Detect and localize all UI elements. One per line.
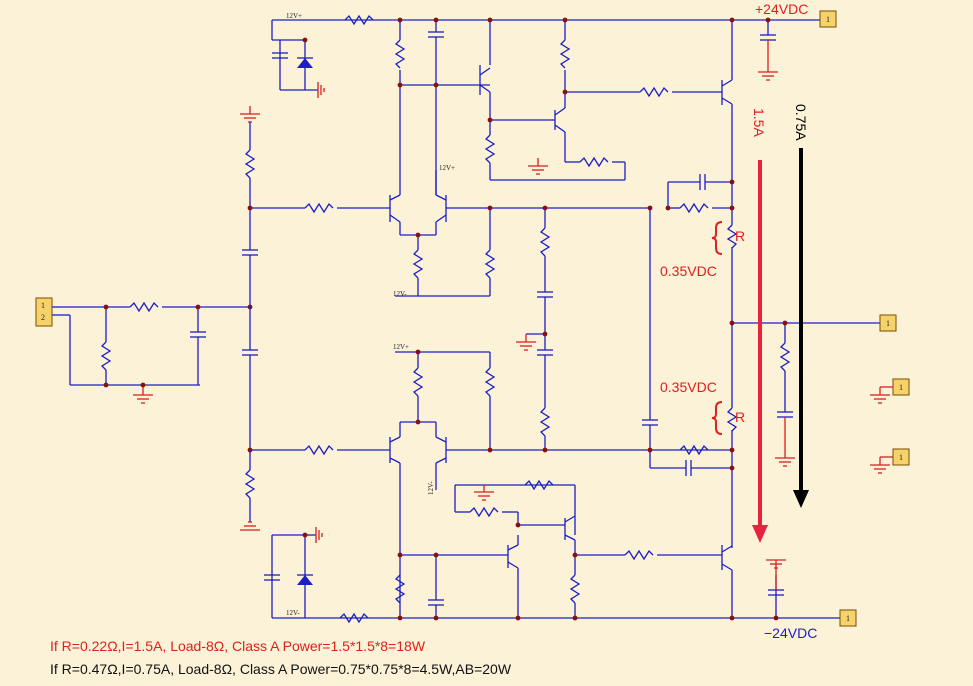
red-braces — [711, 221, 723, 435]
bottom-driver-stage — [250, 351, 733, 618]
current-arrows — [752, 148, 809, 543]
caption-line-1: If R=0.22Ω,I=1.5A, Load-8Ω, Class A Powe… — [50, 638, 426, 654]
v-top-label: 0.35VDC — [660, 263, 717, 279]
side-grounds — [870, 386, 893, 474]
feedback-network — [250, 85, 880, 467]
port-output — [879, 314, 897, 332]
input-connector — [35, 297, 53, 327]
black-arrowhead — [793, 490, 809, 508]
vpos-label: +24VDC — [755, 1, 808, 17]
rail-label-top: 12V+ — [286, 12, 302, 20]
text-labels: +24VDC −24VDC 12V+ 12V+ 12V- 12V+ 12V- 1… — [286, 1, 817, 641]
top-driver-stage — [394, 20, 722, 181]
port-output-num: 1 — [886, 319, 890, 328]
bias-chain — [240, 106, 260, 531]
r-bottom-label: R — [735, 409, 745, 425]
port-gnd-2-num: 1 — [899, 453, 903, 462]
top-rail — [272, 14, 820, 26]
red-arrowhead — [752, 525, 768, 543]
current-red-label: 1.5A — [751, 108, 767, 137]
junction-dots — [302, 17, 788, 621]
port-vpos-num: 1 — [826, 15, 830, 24]
connector-ports: 1 2 1 1 1 1 1 — [35, 10, 910, 627]
port-gnd-2 — [892, 448, 910, 466]
bottom-rail — [264, 527, 840, 624]
port-vneg — [839, 609, 857, 627]
rail-label-mid-neg: 12V- — [393, 290, 407, 298]
r-top-label: R — [735, 228, 745, 244]
rail-label-mid-top: 12V+ — [439, 164, 455, 172]
caption-line-2: If R=0.47Ω,I=0.75A, Load-8Ω, Class A Pow… — [50, 661, 512, 677]
port-gnd-1 — [892, 378, 910, 396]
top-zener-block — [271, 20, 325, 98]
input-pin-2: 2 — [41, 313, 45, 322]
rail-label-mid-pos: 12V+ — [393, 343, 409, 351]
input-pin-1: 1 — [41, 301, 45, 310]
v-bottom-label: 0.35VDC — [660, 379, 717, 395]
rail-label-vert: 12V- — [427, 481, 435, 495]
rail-label-bottom: 12V- — [286, 609, 300, 617]
vneg-label: −24VDC — [764, 625, 817, 641]
port-vpos — [819, 10, 837, 28]
captions: If R=0.22Ω,I=1.5A, Load-8Ω, Class A Powe… — [50, 638, 512, 677]
port-vneg-num: 1 — [846, 614, 850, 623]
input-network — [60, 301, 253, 404]
port-gnd-1-num: 1 — [899, 383, 903, 392]
current-black-label: 0.75A — [793, 104, 809, 141]
